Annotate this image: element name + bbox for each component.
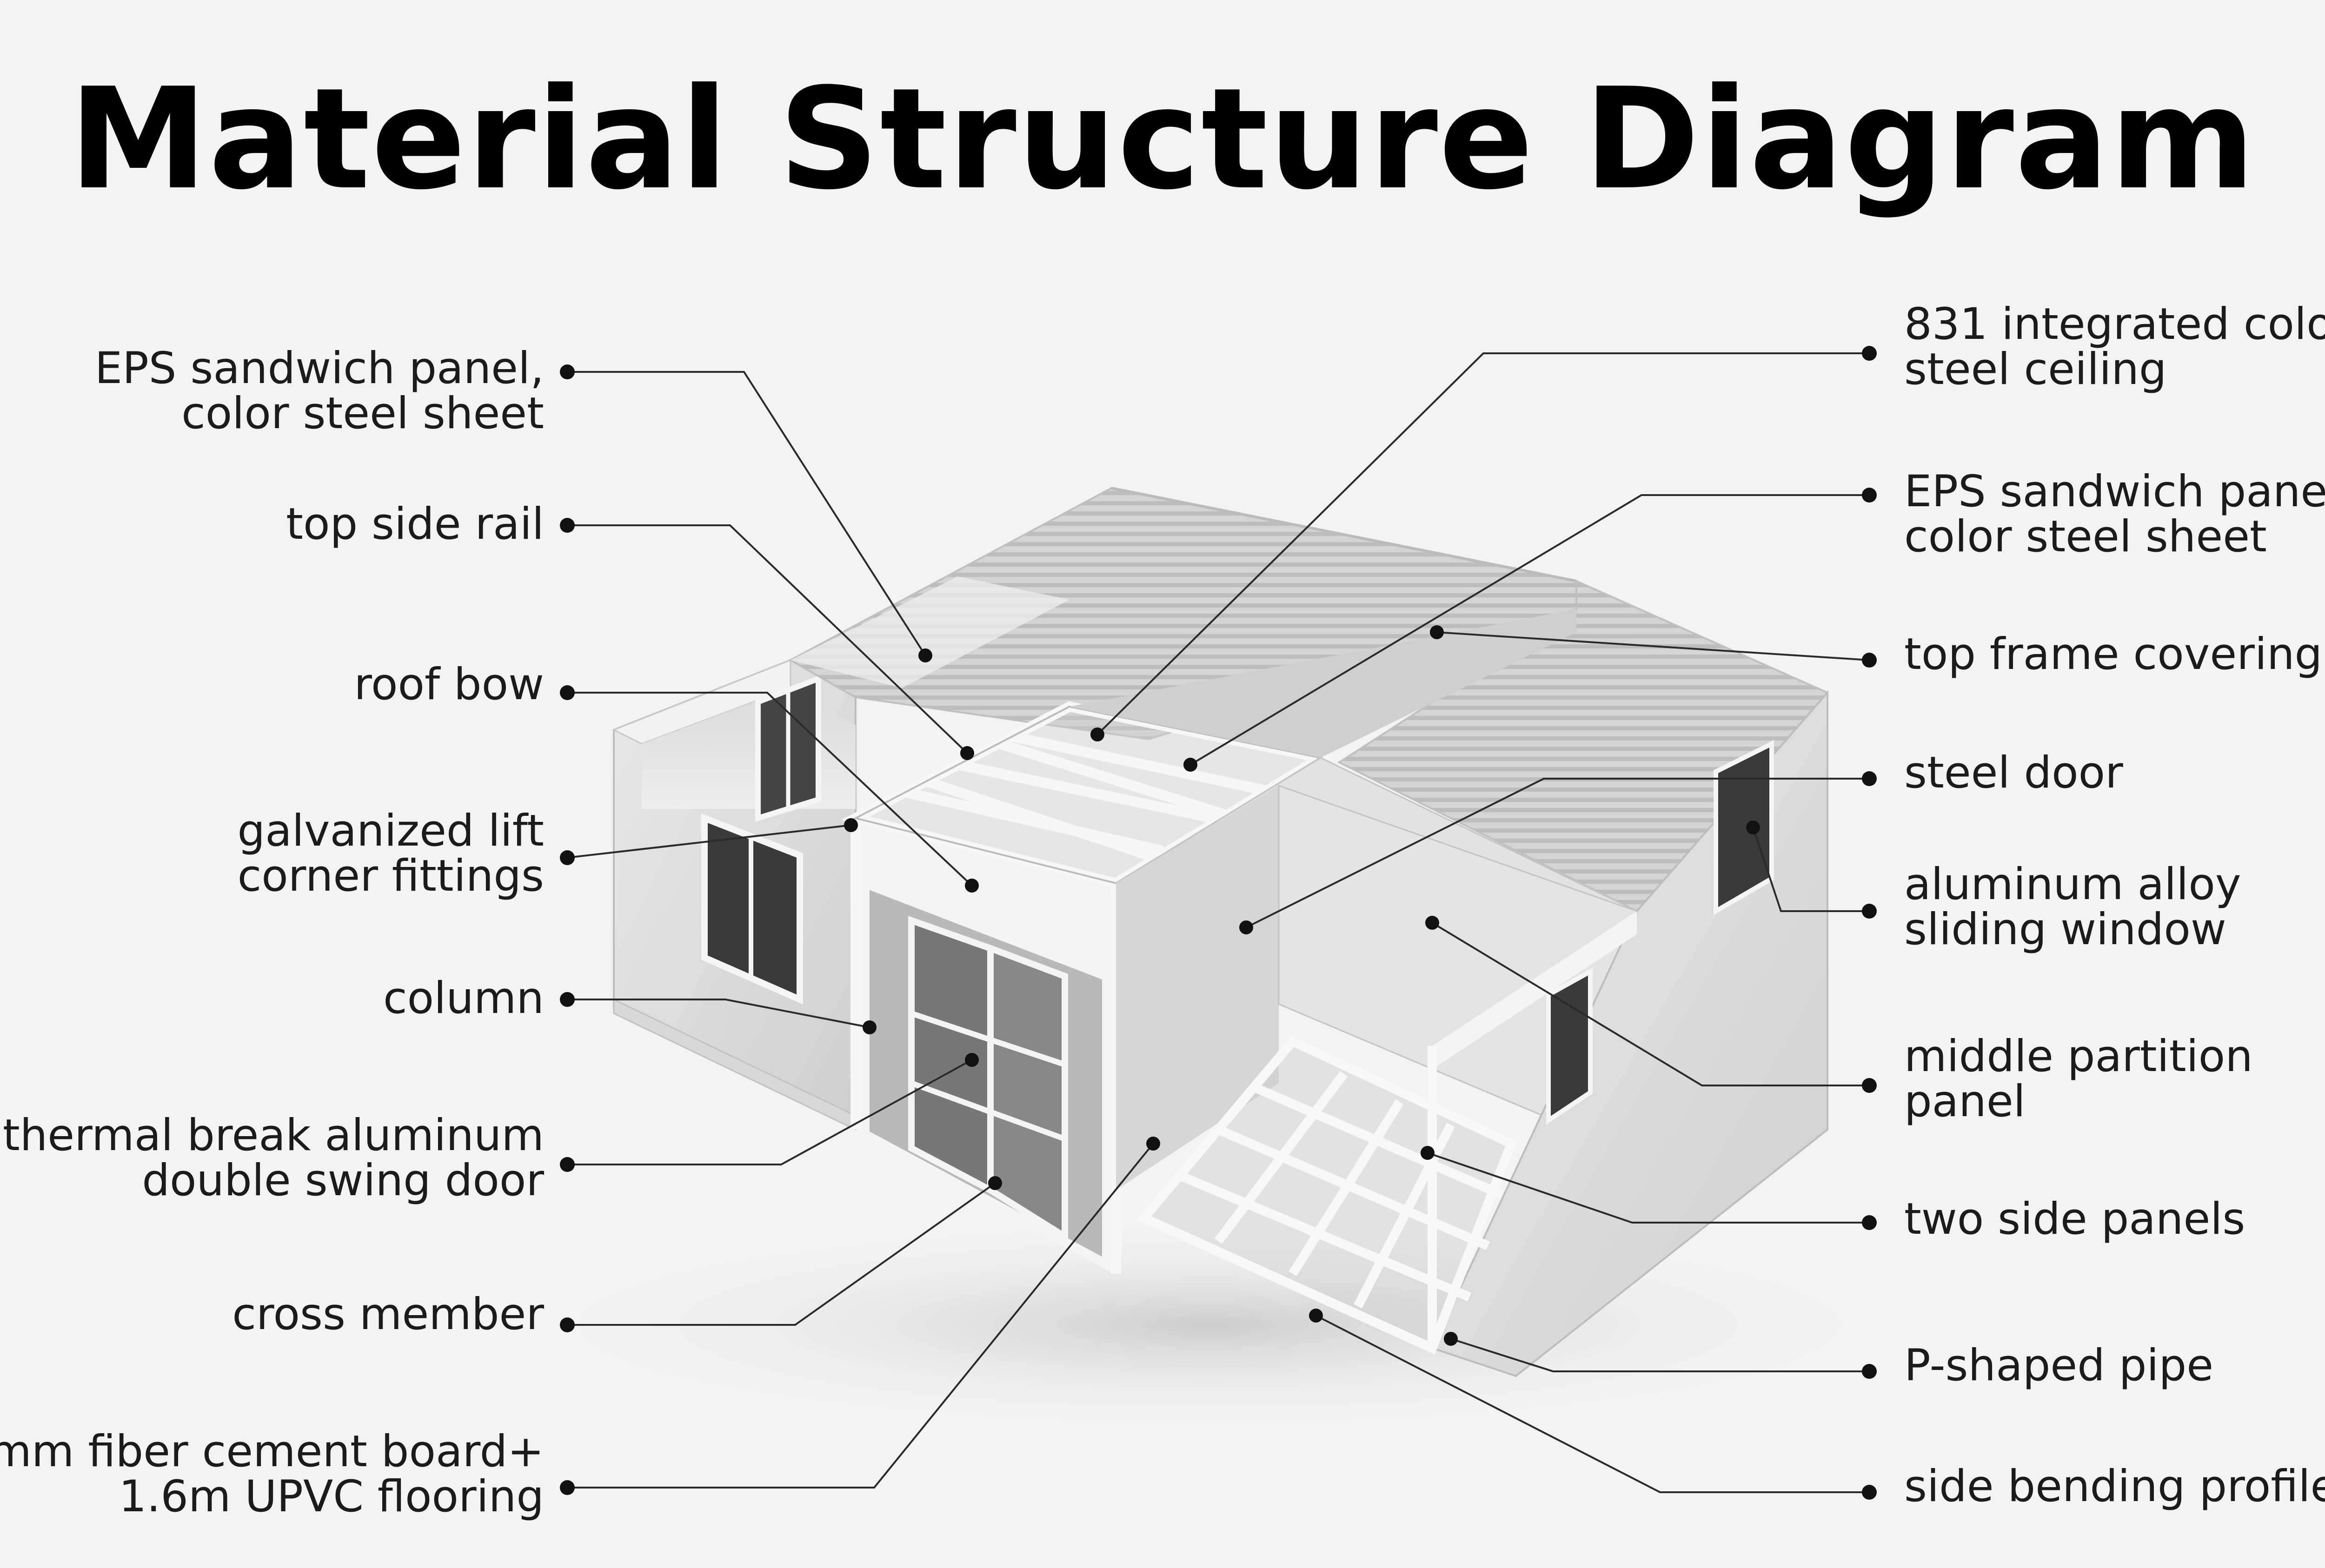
label-top-side-rail: top side rail [286, 499, 544, 549]
label-eps-panel-left: EPS sandwich panel,color steel sheet [94, 343, 544, 439]
label-side-bending-profile: side bending profile [1904, 1461, 2325, 1512]
page-title: Material Structure Diagram [68, 58, 2257, 220]
left-module [612, 659, 857, 1131]
leader-dots [560, 346, 1877, 1500]
right-module [1114, 690, 1828, 1377]
glass-door [860, 876, 1111, 1272]
label-roof-bow: roof bow [354, 659, 544, 710]
label-column: column [383, 973, 544, 1024]
label-cross-member: cross member [232, 1289, 544, 1340]
label-two-side-panels: two side panels [1904, 1194, 2245, 1244]
label-eps-panel-right: EPS sandwich panel,color steel sheet [1904, 466, 2325, 562]
right-roof [1070, 579, 1829, 913]
leader-lines [567, 352, 1870, 1493]
label-top-frame-covering: top frame covering [1904, 629, 2323, 680]
label-p-shaped-pipe: P-shaped pipe [1904, 1340, 2214, 1391]
center-frame [841, 701, 1335, 1274]
label-fiber-cement-board: 18mm fiber cement board+1.6m UPVC floori… [0, 1426, 544, 1522]
label-steel-door: steel door [1904, 748, 2123, 798]
floor-grid [1136, 1035, 1517, 1355]
